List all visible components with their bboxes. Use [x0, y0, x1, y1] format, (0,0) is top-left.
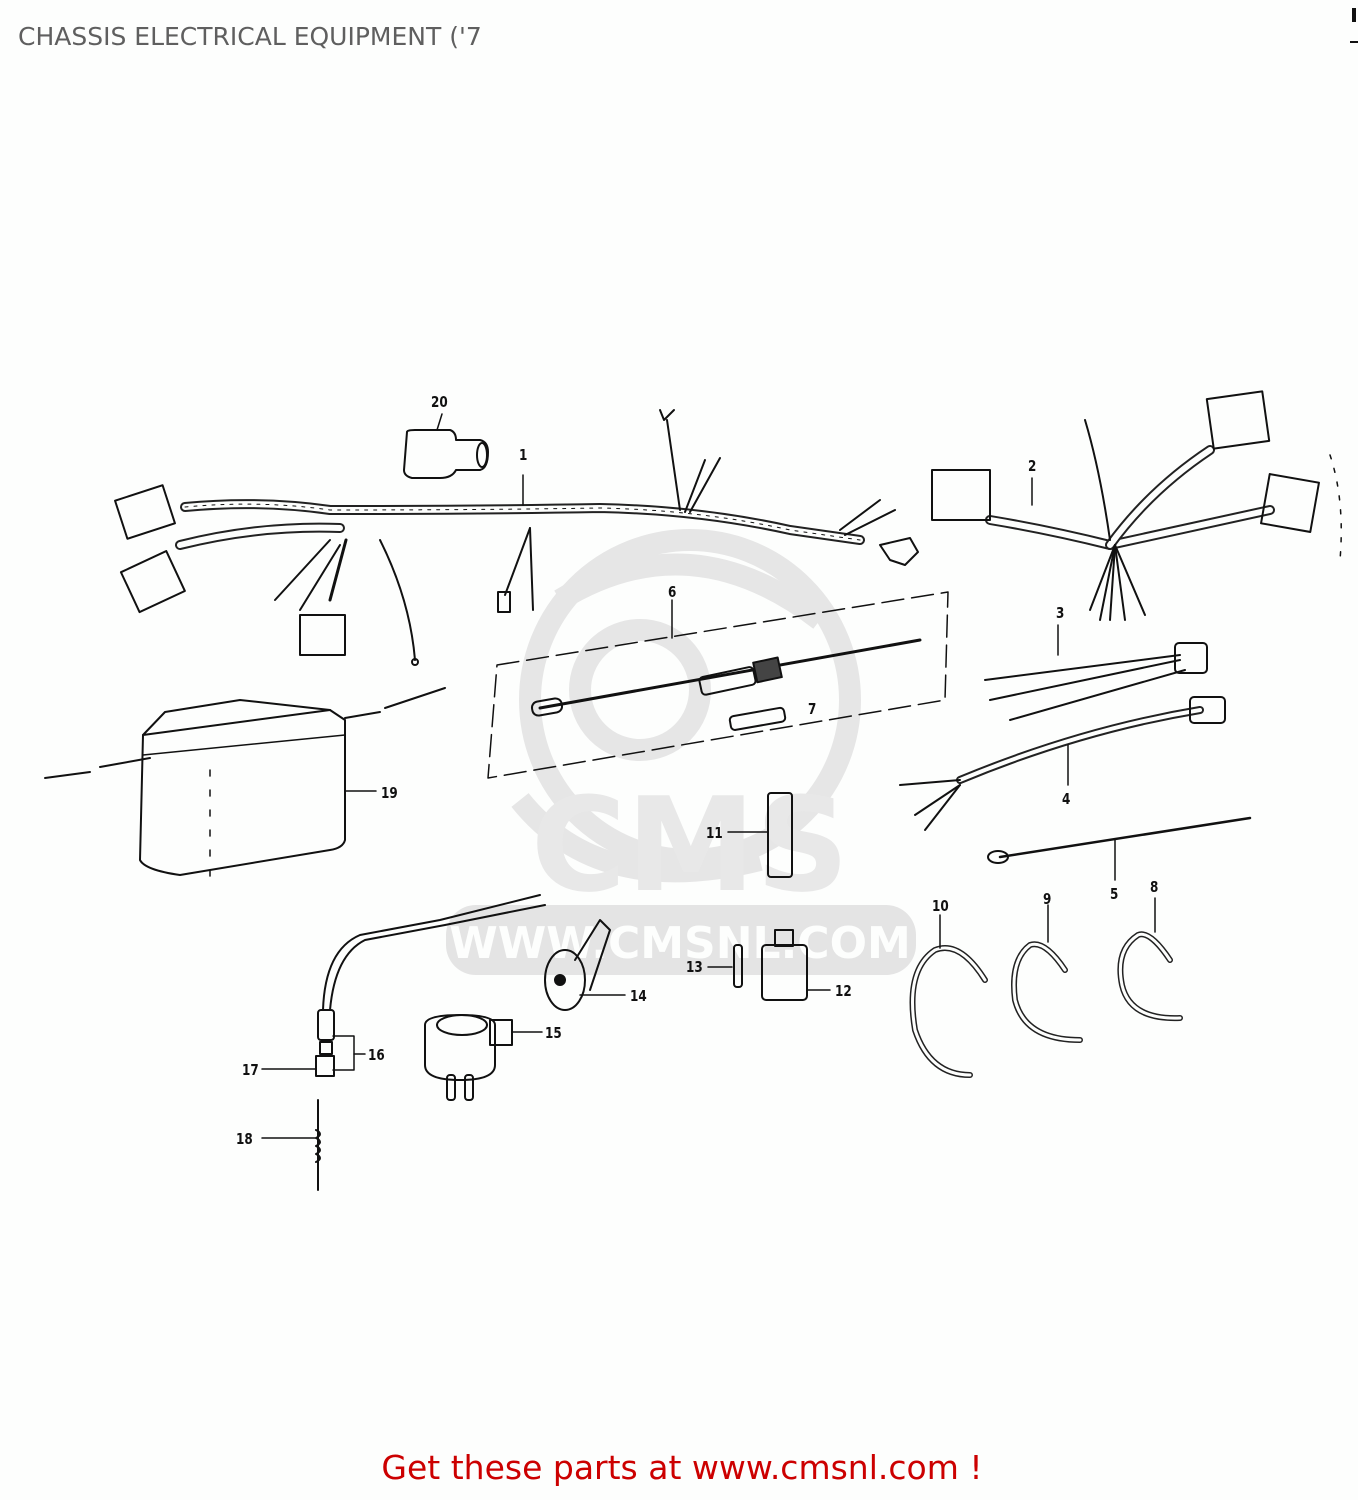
svg-text:CMS: CMS: [531, 769, 849, 921]
part-15-flasher-drawing: [424, 1014, 543, 1101]
part-5-ground-lead-drawing: [987, 816, 1252, 881]
part-8-clamp-drawing: [1117, 897, 1183, 1022]
part-19-battery-drawing: [44, 687, 446, 881]
callout-20[interactable]: 20: [431, 393, 448, 411]
svg-text:WWW.CMSNL.COM: WWW.CMSNL.COM: [449, 918, 911, 969]
callout-9[interactable]: 9: [1043, 890, 1052, 908]
callout-3[interactable]: 3: [1056, 604, 1065, 622]
part-6-fuse-holder-drawing: [487, 591, 949, 779]
cms-watermark-text: CMS WWW.CMSNL.COM: [446, 769, 916, 975]
callout-7[interactable]: 7: [808, 700, 817, 718]
callout-4[interactable]: 4: [1062, 790, 1071, 808]
page-title: CHASSIS ELECTRICAL EQUIPMENT ('7: [18, 22, 482, 51]
callout-13[interactable]: 13: [686, 958, 703, 976]
callout-15[interactable]: 15: [545, 1024, 562, 1042]
corner-mark: [1350, 8, 1358, 48]
callout-17[interactable]: 17: [242, 1061, 259, 1079]
callout-14[interactable]: 14: [630, 987, 647, 1005]
part-18-spring-drawing: [261, 1099, 321, 1191]
callout-18[interactable]: 18: [236, 1130, 253, 1148]
promo-link[interactable]: Get these parts at www.cmsnl.com !: [381, 1448, 983, 1487]
part-2-sub-harness-drawing: [931, 390, 1342, 621]
part-9-clamp-drawing: [1011, 904, 1083, 1043]
part-16-stop-switch-drawing: [261, 894, 546, 1077]
callout-8[interactable]: 8: [1150, 878, 1159, 896]
callout-12[interactable]: 12: [835, 982, 852, 1000]
part-3-lead-drawing: [984, 624, 1208, 721]
callout-1[interactable]: 1: [519, 446, 528, 464]
callout-10[interactable]: 10: [932, 897, 949, 915]
part-1-main-harness-drawing: [114, 409, 919, 666]
part-13-fuse-drawing: [707, 944, 743, 988]
promo-footer[interactable]: Get these parts at www.cmsnl.com !: [0, 1448, 1358, 1487]
part-14-horn-drawing: [544, 919, 626, 1011]
callout-5[interactable]: 5: [1110, 885, 1119, 903]
callout-2[interactable]: 2: [1028, 457, 1037, 475]
part-10-clamp-drawing: [909, 914, 988, 1078]
callout-19[interactable]: 19: [381, 784, 398, 802]
part-12-relay-drawing: [761, 929, 831, 1001]
part-4-lead-drawing: [899, 696, 1226, 831]
callout-11[interactable]: 11: [706, 824, 723, 842]
cms-watermark: [511, 529, 861, 883]
part-20-cap-drawing: [403, 413, 489, 479]
callout-6[interactable]: 6: [668, 583, 677, 601]
callout-16[interactable]: 16: [368, 1046, 385, 1064]
part-11-tube-drawing: [727, 792, 793, 878]
